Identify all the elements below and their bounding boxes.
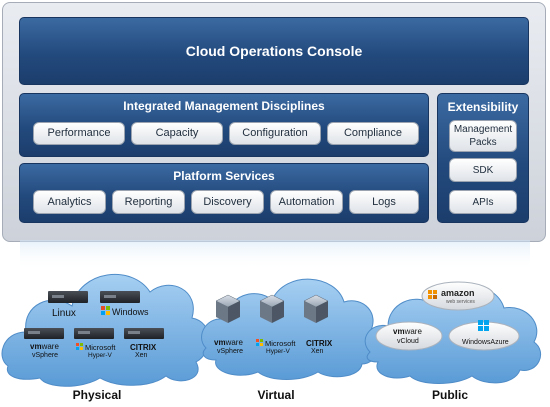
platform-services: Platform Services Analytics Reporting Di… bbox=[19, 163, 429, 223]
public-label: Public bbox=[431, 388, 468, 402]
vcloud-label: vCloud bbox=[397, 338, 419, 345]
microsoft-flag-icon bbox=[76, 343, 83, 350]
physical-microsoft-logo: Microsoft bbox=[85, 343, 116, 352]
sdk-pill: SDK bbox=[449, 158, 517, 182]
console-title: Cloud Operations Console bbox=[185, 43, 363, 59]
configuration-pill: Configuration bbox=[229, 122, 321, 145]
windows-flag-icon bbox=[101, 306, 110, 315]
virtual-vsphere-label: vSphere bbox=[217, 348, 243, 355]
amazon-oval bbox=[421, 281, 495, 311]
virtual-cube-stacks bbox=[215, 294, 329, 323]
physical-label: Physical bbox=[72, 388, 122, 402]
amazon-cube-icon bbox=[428, 290, 437, 299]
virtual-xen-label: Xen bbox=[311, 348, 324, 355]
apis-pill: APIs bbox=[449, 190, 517, 214]
discovery-pill: Discovery bbox=[191, 190, 264, 214]
physical-vsphere-label: vSphere bbox=[32, 352, 58, 359]
physical-hyperv-label: Hyper-V bbox=[88, 352, 113, 359]
physical-citrix-logo: CITRIX bbox=[130, 343, 157, 352]
extensibility: Extensibility Management Packs SDK APIs bbox=[437, 93, 529, 223]
virtual-vmware-logo: vmware bbox=[214, 338, 243, 347]
windows-logo: Windows bbox=[112, 307, 149, 317]
automation-pill: Automation bbox=[270, 190, 343, 214]
performance-pill: Performance bbox=[33, 122, 125, 145]
azure-logo: WindowsAzure bbox=[462, 339, 509, 346]
amazon-logo: amazon bbox=[441, 288, 475, 298]
amazon-sub-label: web services bbox=[446, 299, 475, 305]
integrated-management-disciplines: Integrated Management Disciplines Perfor… bbox=[19, 93, 429, 157]
virtual-microsoft-logo: Microsoft bbox=[265, 339, 296, 348]
compliance-pill: Compliance bbox=[327, 122, 419, 145]
physical-xen-label: Xen bbox=[135, 352, 148, 359]
virtual-citrix-logo: CITRIX bbox=[306, 339, 333, 348]
extensibility-title: Extensibility bbox=[447, 100, 519, 114]
physical-vmware-logo: vmware bbox=[30, 342, 59, 351]
analytics-pill: Analytics bbox=[33, 190, 106, 214]
virtual-hyperv-label: Hyper-V bbox=[266, 348, 291, 355]
linux-logo: Linux bbox=[52, 308, 76, 319]
clouds-diagram: Linux Windows vmware vSphere Microsoft H… bbox=[1, 240, 541, 387]
physical-servers bbox=[24, 291, 164, 339]
light-beam bbox=[20, 240, 530, 270]
virtual-microsoft-flag-icon bbox=[256, 339, 263, 346]
cloud-operations-console: Cloud Operations Console bbox=[19, 17, 529, 85]
disciplines-title: Integrated Management Disciplines bbox=[123, 99, 325, 113]
vcloud-oval bbox=[375, 321, 443, 351]
cloud-stage: Linux Windows vmware vSphere Microsoft H… bbox=[0, 240, 550, 402]
reporting-pill: Reporting bbox=[112, 190, 185, 214]
virtual-cloud bbox=[201, 278, 380, 380]
management-packs-pill: Management Packs bbox=[449, 120, 517, 152]
azure-flag-icon bbox=[478, 320, 489, 331]
logs-pill: Logs bbox=[349, 190, 419, 214]
console-panel: Cloud Operations Console Integrated Mana… bbox=[2, 2, 546, 242]
capacity-pill: Capacity bbox=[131, 122, 223, 145]
virtual-label: Virtual bbox=[257, 388, 295, 402]
platform-title: Platform Services bbox=[173, 169, 275, 183]
public-vmware-logo: vmware bbox=[393, 327, 422, 336]
